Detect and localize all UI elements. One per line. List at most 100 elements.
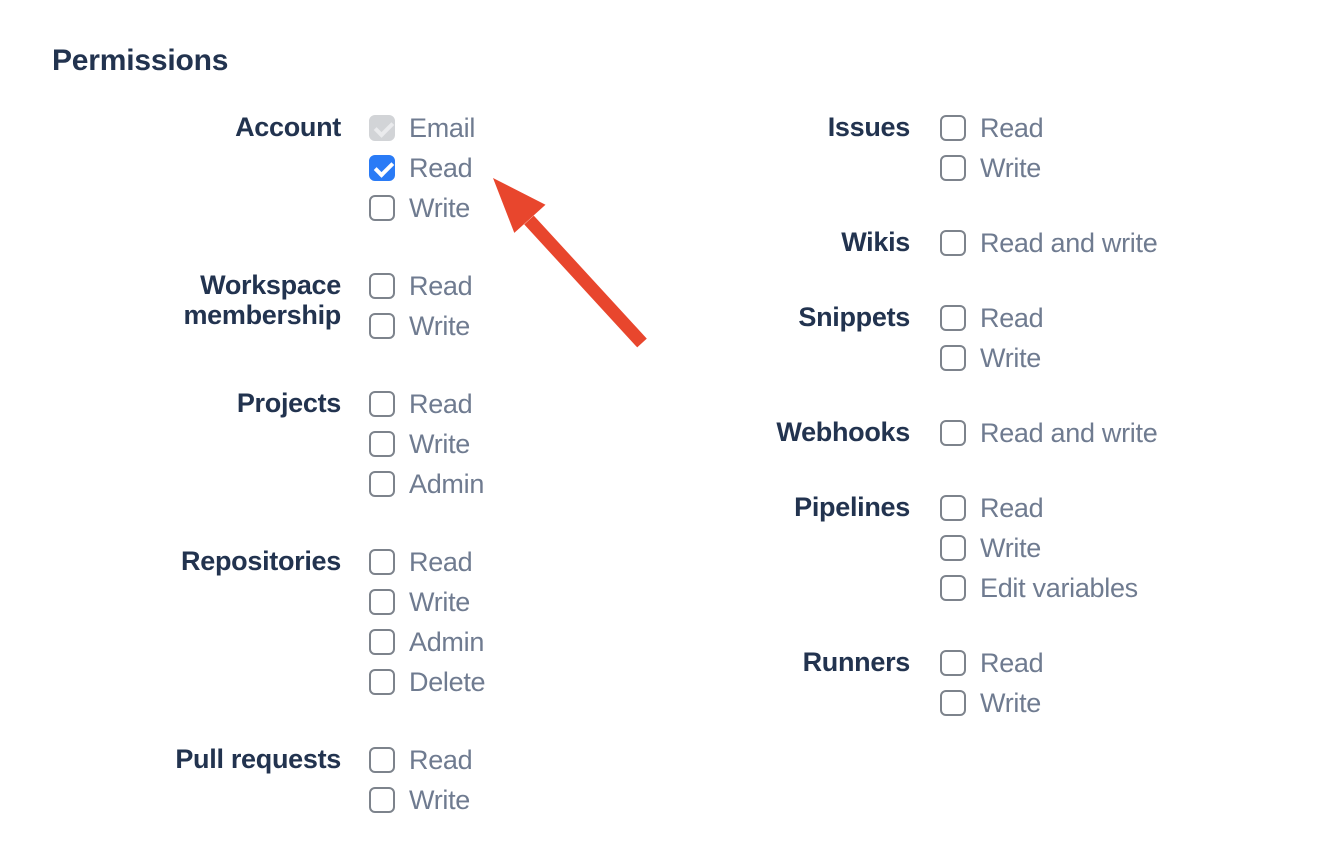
workspace-read-label: Read xyxy=(409,270,473,301)
section-pull-requests: Pull requests Read Write xyxy=(51,740,485,820)
row-account-email: Email xyxy=(369,108,485,148)
row-projects-admin[interactable]: Admin xyxy=(369,464,485,504)
section-label-workspace-membership: Workspace membership xyxy=(183,270,341,330)
row-pipelines-edit-variables[interactable]: Edit variables xyxy=(940,568,1157,608)
row-repositories-write[interactable]: Write xyxy=(369,582,485,622)
pipelines-read-checkbox[interactable] xyxy=(940,495,966,521)
issues-write-checkbox[interactable] xyxy=(940,155,966,181)
row-runners-write[interactable]: Write xyxy=(940,683,1157,723)
issues-read-checkbox[interactable] xyxy=(940,115,966,141)
runners-write-label: Write xyxy=(980,687,1042,718)
workspace-write-checkbox[interactable] xyxy=(369,313,395,339)
pipelines-write-checkbox[interactable] xyxy=(940,535,966,561)
repositories-read-checkbox[interactable] xyxy=(369,549,395,575)
section-label-wikis: Wikis xyxy=(841,227,910,257)
section-repositories: Repositories Read Write Admin Delete xyxy=(51,542,486,702)
row-projects-read[interactable]: Read xyxy=(369,384,485,424)
options-projects: Read Write Admin xyxy=(369,384,485,504)
snippets-write-checkbox[interactable] xyxy=(940,345,966,371)
snippets-write-label: Write xyxy=(980,342,1042,373)
repositories-write-label: Write xyxy=(409,586,471,617)
row-pull-requests-write[interactable]: Write xyxy=(369,780,485,820)
repositories-delete-checkbox[interactable] xyxy=(369,669,395,695)
row-issues-write[interactable]: Write xyxy=(940,148,1157,188)
account-write-checkbox[interactable] xyxy=(369,195,395,221)
section-label-repositories: Repositories xyxy=(181,546,341,576)
projects-read-label: Read xyxy=(409,388,473,419)
section-label-runners: Runners xyxy=(802,647,911,677)
row-pipelines-write[interactable]: Write xyxy=(940,528,1157,568)
section-wikis: Wikis Read and write xyxy=(620,223,1158,263)
options-pull-requests: Read Write xyxy=(369,740,485,820)
runners-read-checkbox[interactable] xyxy=(940,650,966,676)
row-account-write[interactable]: Write xyxy=(369,188,485,228)
account-read-label: Read xyxy=(409,152,473,183)
pipelines-read-label: Read xyxy=(980,492,1044,523)
row-projects-write[interactable]: Write xyxy=(369,424,485,464)
snippets-read-checkbox[interactable] xyxy=(940,305,966,331)
options-repositories: Read Write Admin Delete xyxy=(369,542,486,702)
row-issues-read[interactable]: Read xyxy=(940,108,1157,148)
projects-read-checkbox[interactable] xyxy=(369,391,395,417)
repositories-delete-label: Delete xyxy=(409,666,486,697)
pipelines-write-label: Write xyxy=(980,532,1042,563)
issues-read-label: Read xyxy=(980,112,1044,143)
row-repositories-admin[interactable]: Admin xyxy=(369,622,485,662)
section-label-projects: Projects xyxy=(236,388,341,418)
webhooks-read-and-write-checkbox[interactable] xyxy=(940,420,966,446)
options-pipelines: Read Write Edit variables xyxy=(940,488,1157,608)
row-pull-requests-read[interactable]: Read xyxy=(369,740,485,780)
section-account: Account Email Read Write xyxy=(51,108,485,228)
pull-requests-write-checkbox[interactable] xyxy=(369,787,395,813)
webhooks-read-and-write-label: Read and write xyxy=(980,417,1158,448)
section-label-snippets: Snippets xyxy=(798,302,910,332)
row-wikis-read-and-write[interactable]: Read and write xyxy=(940,223,1158,263)
section-workspace-membership: Workspace membership Read Write xyxy=(51,266,485,346)
options-snippets: Read Write xyxy=(940,298,1157,378)
section-projects: Projects Read Write Admin xyxy=(51,384,485,504)
projects-write-label: Write xyxy=(409,428,471,459)
repositories-write-checkbox[interactable] xyxy=(369,589,395,615)
row-snippets-write[interactable]: Write xyxy=(940,338,1157,378)
runners-read-label: Read xyxy=(980,647,1044,678)
options-runners: Read Write xyxy=(940,643,1157,723)
projects-admin-label: Admin xyxy=(409,468,485,499)
repositories-admin-checkbox[interactable] xyxy=(369,629,395,655)
section-webhooks: Webhooks Read and write xyxy=(620,413,1157,453)
account-write-label: Write xyxy=(409,192,471,223)
pull-requests-read-checkbox[interactable] xyxy=(369,747,395,773)
snippets-read-label: Read xyxy=(980,302,1044,333)
repositories-read-label: Read xyxy=(409,546,473,577)
workspace-write-label: Write xyxy=(409,310,471,341)
page-title: Permissions xyxy=(52,44,229,77)
section-label-pull-requests: Pull requests xyxy=(175,744,341,774)
options-issues: Read Write xyxy=(940,108,1157,188)
row-pipelines-read[interactable]: Read xyxy=(940,488,1157,528)
pipelines-edit-variables-label: Edit variables xyxy=(980,572,1138,603)
account-read-checkbox[interactable] xyxy=(369,155,395,181)
row-repositories-read[interactable]: Read xyxy=(369,542,485,582)
options-account: Email Read Write xyxy=(369,108,485,228)
section-label-issues: Issues xyxy=(827,112,911,142)
permissions-column-left: Account Email Read Write Workspace membe… xyxy=(51,108,485,844)
pull-requests-write-label: Write xyxy=(409,784,471,815)
row-workspace-write[interactable]: Write xyxy=(369,306,485,346)
wikis-read-and-write-label: Read and write xyxy=(980,227,1158,258)
pipelines-edit-variables-checkbox[interactable] xyxy=(940,575,966,601)
row-workspace-read[interactable]: Read xyxy=(369,266,485,306)
row-runners-read[interactable]: Read xyxy=(940,643,1157,683)
repositories-admin-label: Admin xyxy=(409,626,485,657)
projects-write-checkbox[interactable] xyxy=(369,431,395,457)
workspace-read-checkbox[interactable] xyxy=(369,273,395,299)
row-repositories-delete[interactable]: Delete xyxy=(369,662,486,702)
projects-admin-checkbox[interactable] xyxy=(369,471,395,497)
row-webhooks-read-and-write[interactable]: Read and write xyxy=(940,413,1158,453)
section-snippets: Snippets Read Write xyxy=(620,298,1157,378)
section-label-account: Account xyxy=(235,112,341,142)
runners-write-checkbox[interactable] xyxy=(940,690,966,716)
account-email-checkbox xyxy=(369,115,395,141)
wikis-read-and-write-checkbox[interactable] xyxy=(940,230,966,256)
row-snippets-read[interactable]: Read xyxy=(940,298,1157,338)
row-account-read[interactable]: Read xyxy=(369,148,485,188)
